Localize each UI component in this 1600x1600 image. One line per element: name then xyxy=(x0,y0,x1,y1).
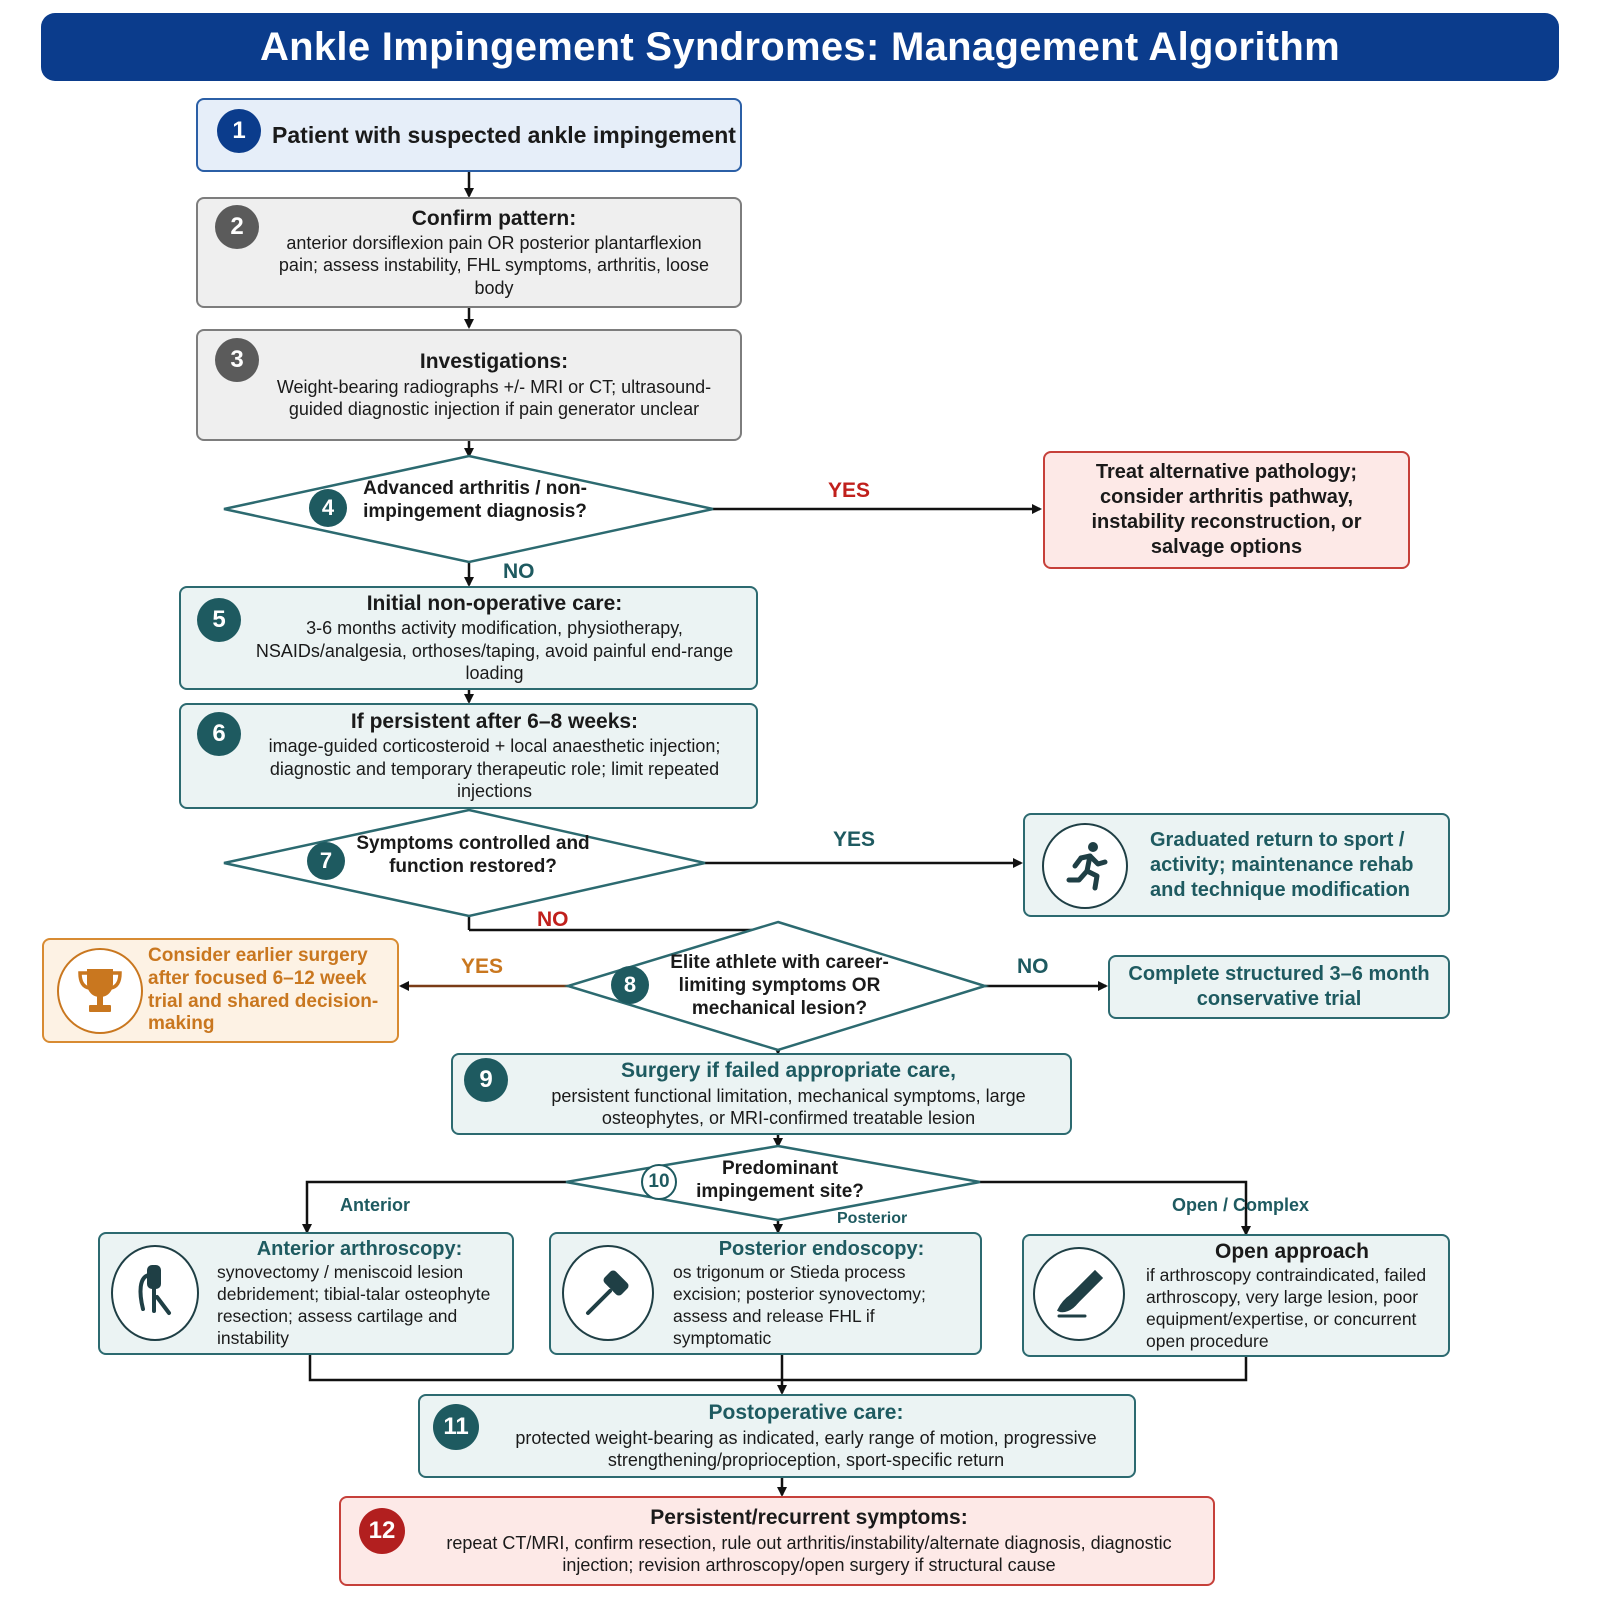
step-6-box: If persistent after 6–8 weeks: image-gui… xyxy=(179,703,758,809)
decision-10-text: Predominant impingement site? xyxy=(696,1158,864,1203)
step-12-body: repeat CT/MRI, confirm resection, rule o… xyxy=(446,1532,1172,1576)
return-to-sport-text: Graduated return to sport / activity; ma… xyxy=(1150,828,1414,901)
decision-8-yes-label: YES xyxy=(461,955,504,978)
decision-8-diamond xyxy=(563,920,990,1052)
alternative-pathology-text: Treat alternative pathology; consider ar… xyxy=(1091,461,1362,558)
branch-posterior-label: Posterior xyxy=(837,1210,908,1227)
step-5-number: 5 xyxy=(197,598,241,642)
posterior-endoscopy-title: Posterior endoscopy: xyxy=(718,1238,925,1261)
step-9-number: 9 xyxy=(464,1058,508,1102)
shaver-icon xyxy=(562,1245,654,1341)
step-2-body: anterior dorsiflexion pain OR posterior … xyxy=(278,232,710,298)
arrow-7-8 xyxy=(469,922,780,932)
anterior-arthroscopy-title: Anterior arthroscopy: xyxy=(256,1238,463,1261)
conservative-trial-text: Complete structured 3–6 month conservati… xyxy=(1128,963,1430,1010)
step-9-title: Surgery if failed appropriate care, xyxy=(621,1059,956,1083)
arrow-10-anterior xyxy=(302,1180,566,1234)
anterior-arthroscopy-body: synovectomy / meniscoid lesion debrideme… xyxy=(217,1262,491,1348)
step-12-number: 12 xyxy=(359,1508,405,1554)
decision-4-no-label: NO xyxy=(503,560,535,583)
step-9-body: persistent functional limitation, mechan… xyxy=(551,1085,1026,1129)
posterior-endoscopy-body: os trigonum or Stieda process excision; … xyxy=(673,1262,926,1348)
step-11-title: Postoperative care: xyxy=(708,1401,904,1425)
step-12-title: Persistent/recurrent symptoms: xyxy=(650,1506,968,1530)
step-11-box: Postoperative care: protected weight-bea… xyxy=(418,1394,1136,1478)
step-2-number: 2 xyxy=(215,205,259,249)
step-6-body: image-guided corticosteroid + local anae… xyxy=(268,736,721,802)
decision-7-yes-label: YES xyxy=(833,828,876,851)
step-5-box: Initial non-operative care: 3-6 months a… xyxy=(179,586,758,690)
step-2-box: Confirm pattern: anterior dorsiflexion p… xyxy=(196,197,742,308)
step-7-number: 7 xyxy=(307,842,345,880)
step-8-number: 8 xyxy=(611,966,649,1004)
merge-line xyxy=(308,1355,1248,1382)
step-6-number: 6 xyxy=(197,712,241,756)
step-3-body: Weight-bearing radiographs +/- MRI or CT… xyxy=(276,376,712,420)
decision-4-text: Advanced arthritis / non-impingement dia… xyxy=(363,478,587,523)
step-3-title: Investigations: xyxy=(419,350,569,374)
step-9-box: Surgery if failed appropriate care, pers… xyxy=(451,1053,1072,1135)
step-3-number: 3 xyxy=(215,338,259,382)
open-approach-title: Open approach xyxy=(1214,1239,1370,1263)
step-1-number: 1 xyxy=(217,109,261,153)
runner-icon xyxy=(1042,823,1128,909)
earlier-surgery-text: Consider earlier surgery after focused 6… xyxy=(148,944,379,1035)
page-title: Ankle Impingement Syndromes: Management … xyxy=(41,13,1559,81)
step-1-title: Patient with suspected ankle impingement xyxy=(272,121,736,148)
open-approach-body: if arthroscopy contraindicated, failed a… xyxy=(1146,1264,1427,1351)
decision-4-yes-label: YES xyxy=(828,479,871,502)
decision-7-text: Symptoms controlled and function restore… xyxy=(356,833,590,878)
decision-7-no-label: NO xyxy=(537,908,569,931)
decision-7-diamond xyxy=(223,808,706,918)
step-5-title: Initial non-operative care: xyxy=(366,592,623,616)
trophy-icon xyxy=(57,948,143,1034)
step-3-box: Investigations: Weight-bearing radiograp… xyxy=(196,329,742,441)
step-11-number: 11 xyxy=(433,1404,479,1450)
step-11-body: protected weight-bearing as indicated, e… xyxy=(515,1427,1097,1471)
decision-8-text: Elite athlete with career-limiting sympt… xyxy=(670,952,889,1020)
step-12-box: Persistent/recurrent symptoms: repeat CT… xyxy=(339,1496,1215,1586)
decision-4-diamond xyxy=(223,454,714,564)
step-6-title: If persistent after 6–8 weeks: xyxy=(350,710,639,734)
arrow-10-open xyxy=(980,1180,1251,1236)
decision-8-no-label: NO xyxy=(1017,955,1049,978)
step-5-body: 3-6 months activity modification, physio… xyxy=(255,618,734,684)
decision-10-diamond xyxy=(565,1144,981,1222)
step-2-title: Confirm pattern: xyxy=(411,206,577,230)
branch-anterior-label: Anterior xyxy=(340,1195,411,1215)
step-10-number: 10 xyxy=(641,1164,677,1200)
branch-open-label: Open / Complex xyxy=(1172,1195,1310,1215)
step-4-number: 4 xyxy=(309,489,347,527)
scalpel-icon xyxy=(1033,1247,1125,1341)
conservative-trial-box: Complete structured 3–6 month conservati… xyxy=(1108,955,1450,1019)
alternative-pathology-box: Treat alternative pathology; consider ar… xyxy=(1043,451,1410,569)
arthroscope-icon xyxy=(111,1245,199,1341)
step-1-box: Patient with suspected ankle impingement xyxy=(196,98,742,172)
